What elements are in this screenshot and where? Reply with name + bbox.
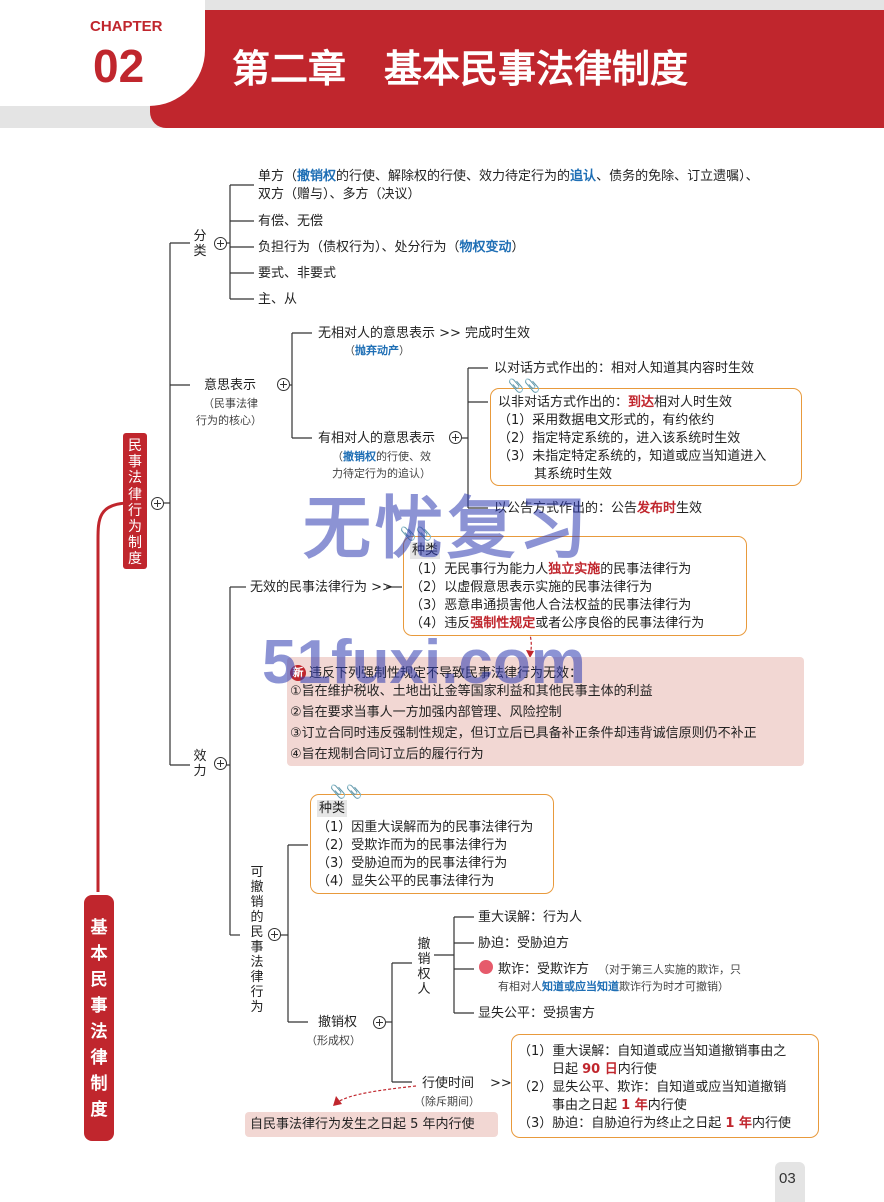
invalid-item: （3）恶意串通损害他人合法权益的民事法律行为 (410, 598, 692, 613)
watermark-text: 无忧复习 (303, 490, 592, 569)
revocable-item: （2）受欺诈而为的民事法律行为 (317, 838, 508, 853)
nondialog-item: （3）未指定特定系统的，知道或应当知道进入 (498, 449, 767, 464)
outer-side-title-box (84, 895, 114, 1141)
holder-item: 显失公平：受损害方 (478, 1006, 596, 1021)
invalid-kinds-box (403, 536, 747, 636)
invalid-acts: 无效的民事法律行为 >> (250, 580, 393, 595)
main-subordinate: 主、从 (258, 292, 298, 307)
kinds-heading: 种类 (410, 542, 441, 559)
paid-unpaid: 有偿、无偿 (258, 214, 324, 229)
clip-icon: 📎📎 (400, 527, 433, 542)
has-party-note: （撤销权的行使、效 (332, 450, 431, 463)
arrow-icon: >> (490, 1076, 512, 1091)
no-party-intent: 无相对人的意思表示 >> 完成时生效 (318, 326, 531, 341)
watermark-url: 51fuxi.com (262, 628, 586, 697)
revocation-right-note: （形成权） (306, 1034, 361, 1047)
fraud-note: （对于第三人实施的欺诈，只 (598, 963, 741, 976)
exception-item: ①旨在维护税收、土地出让金等国家利益和其他民事主体的利益 (290, 684, 653, 699)
revocation-right: 撤销权 (318, 1015, 358, 1030)
header-red-band (150, 10, 884, 128)
chapter-word: CHAPTER (90, 18, 163, 35)
nondialog-box (490, 388, 802, 486)
revocable-label: 可撤销的民事法律行为 (250, 865, 264, 1015)
bulb-icon (479, 960, 493, 974)
expand-icon[interactable] (214, 237, 227, 250)
invalid-item: （4）违反强制性规定或者公序良俗的民事法律行为 (410, 616, 705, 631)
period-item: （1）重大误解：自知道或应当知道撤销事由之 (518, 1044, 787, 1059)
burden-disposal: 负担行为（债权行为）、处分行为（物权变动） (258, 240, 525, 255)
exercise-period-note: （除斥期间） (414, 1095, 480, 1108)
outer-side-title: 基本民事法律制度 (90, 918, 108, 1120)
nondialog-item: （1）采用数据电文形式的，有约依约 (498, 413, 715, 428)
invalid-item: （2）以虚假意思表示实施的民事法律行为 (410, 580, 653, 595)
has-party-intent: 有相对人的意思表示 (318, 431, 436, 446)
five-year-limit: 自民事法律行为发生之日起 5 年内行使 (250, 1117, 475, 1132)
expand-icon[interactable] (373, 1016, 386, 1029)
inner-side-title-box (123, 433, 147, 569)
page-number-tab (775, 1162, 805, 1202)
invalid-item: （1）无民事行为能力人独立实施的民事法律行为 (410, 562, 692, 577)
exception-panel (287, 657, 804, 766)
effect-label: 效力 (193, 749, 207, 779)
has-party-note: 力待定行为的追认） (332, 467, 431, 480)
expand-icon[interactable] (214, 757, 227, 770)
no-party-note: （抛弃动产） (344, 344, 410, 357)
new-badge: 新 (290, 665, 306, 681)
intent-note: 行为的核心） (196, 414, 262, 427)
holder-item: 重大误解：行为人 (478, 910, 583, 925)
exception-item: ②旨在要求当事人一方加强内部管理、风险控制 (290, 705, 562, 720)
period-item: （3）胁迫：自胁迫行为终止之日起 1 年内行使 (518, 1116, 791, 1131)
page-title: 第二章 基本民事法律制度 (232, 47, 689, 91)
clip-icon: 📎📎 (508, 379, 541, 394)
intent-label: 意思表示 (204, 378, 257, 393)
expand-icon[interactable] (268, 928, 281, 941)
five-year-box (245, 1112, 498, 1137)
expand-icon[interactable] (151, 497, 164, 510)
single-party-line2: 双方（赠与）、多方（决议） (258, 187, 421, 202)
exception-item: ③订立合同时违反强制性规定，但订立后已具备补正条件却违背诚信原则仍不补正 (290, 726, 757, 741)
chapter-number: 02 (93, 40, 145, 92)
revocable-kinds-box (310, 794, 554, 894)
dialog-method: 以对话方式作出的：相对人知道其内容时生效 (494, 361, 755, 376)
single-party-line1: 单方（撤销权的行使、解除权的行使、效力待定行为的追认、债务的免除、订立遗嘱）、 (258, 169, 759, 184)
page-number: 03 (779, 1170, 796, 1187)
period-box (511, 1034, 819, 1138)
revocable-item: （3）受胁迫而为的民事法律行为 (317, 856, 508, 871)
period-item: 日起 90 日内行使 (552, 1062, 657, 1077)
clip-icon: 📎📎 (330, 785, 363, 800)
nondialog-method: 以非对话方式作出的：到达相对人时生效 (498, 395, 733, 410)
expand-icon[interactable] (449, 431, 462, 444)
exercise-period: 行使时间 (422, 1076, 475, 1091)
announce-method: 以公告方式作出的：公告发布时生效 (494, 501, 703, 516)
holder-item: 欺诈：受欺诈方 (498, 962, 590, 977)
holder-item: 胁迫：受胁迫方 (478, 936, 570, 951)
period-item: 事由之日起 1 年内行使 (552, 1098, 687, 1113)
intent-note: （民事法律 (203, 397, 258, 410)
revocable-item: （1）因重大误解而为的民事法律行为 (317, 820, 534, 835)
exception-item: ④旨在规制合同订立后的履行行为 (290, 747, 484, 762)
nondialog-item: （2）指定特定系统的，进入该系统时生效 (498, 431, 741, 446)
chapter-tab (0, 0, 205, 106)
classification-label: 分类 (193, 229, 207, 259)
expand-icon[interactable] (277, 378, 290, 391)
exception-title: 违反下列强制性规定不导致民事法律行为无效： (309, 666, 583, 681)
nondialog-item: 其系统时生效 (534, 467, 613, 482)
inner-side-title: 民事法律行为制度 (128, 438, 142, 568)
period-item: （2）显失公平、欺诈：自知道或应当知道撤销 (518, 1080, 787, 1095)
revocable-item: （4）显失公平的民事法律行为 (317, 874, 495, 889)
fraud-note: 有相对人知道或应当知道欺诈行为时才可撤销） (498, 980, 729, 993)
kinds-heading: 种类 (317, 800, 348, 817)
revocation-holder-label: 撤销权人 (417, 937, 431, 997)
formal-informal: 要式、非要式 (258, 266, 337, 281)
